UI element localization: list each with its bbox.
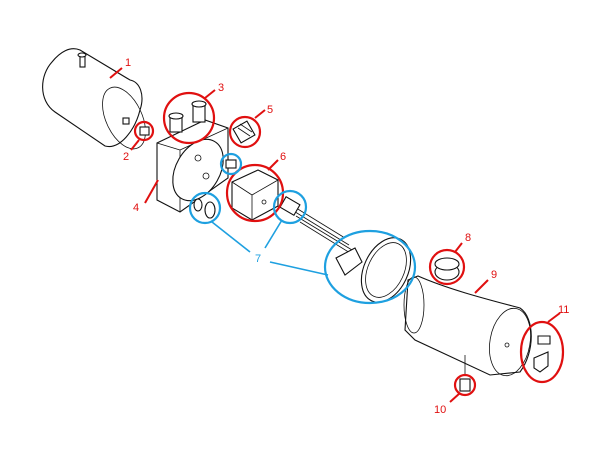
part-8-cap [434,257,460,281]
label-9: 9 [491,269,497,281]
blue-highlights [188,152,417,305]
label-11: 11 [558,304,569,316]
part-6-pump [225,159,279,221]
label-1: 1 [125,57,131,69]
part-7-components [193,196,412,303]
label-6: 6 [280,151,286,163]
label-3: 3 [218,82,224,94]
part-5-valve [232,120,256,144]
part-9-motor [403,275,532,377]
part-3-fittings [168,100,207,133]
label-10: 10 [434,404,446,416]
part-11-fittings [533,335,551,373]
label-4: 4 [133,202,139,214]
part-4-manifold-block [156,119,229,213]
leader-lines [109,67,561,403]
label-2: 2 [123,151,129,163]
label-7: 7 [255,253,261,265]
part-1-reservoir-tank [42,48,146,150]
label-8: 8 [465,232,471,244]
part-2-fitting [139,126,150,136]
part-10-plug [459,378,471,392]
label-5: 5 [267,104,273,116]
